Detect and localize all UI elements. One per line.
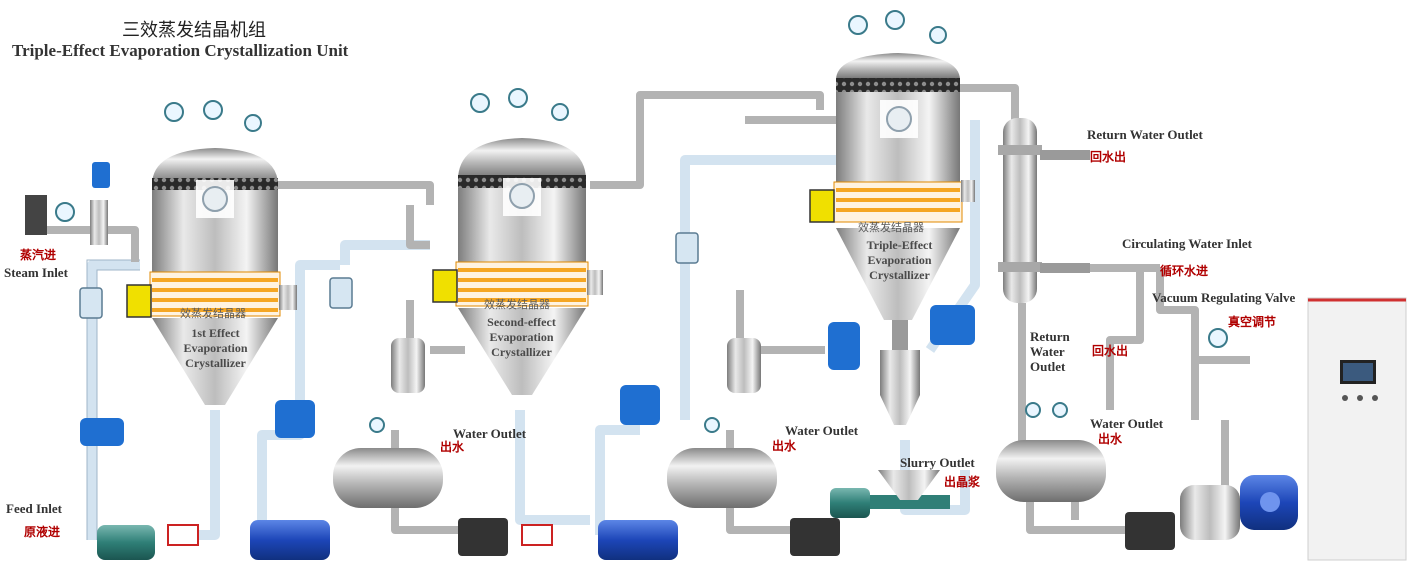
feed-inlet-en: Feed Inlet [6, 501, 62, 516]
water-outlet-3-cn: 出水 [1098, 432, 1123, 446]
vessel-1-en-line-3: Crystallizer [185, 356, 246, 370]
circulating-water-inlet-cn: 循环水进 [1160, 264, 1209, 278]
separator-tanks [333, 440, 1106, 508]
condensate-pots [458, 512, 1175, 556]
control-cabinet [1307, 297, 1407, 561]
slurry-outlet-en: Slurry Outlet [900, 455, 975, 470]
light-pipe-edges [86, 259, 140, 540]
title-chinese: 三效蒸发结晶机组 [122, 20, 266, 41]
evaporator-2 [432, 138, 603, 395]
vessel-2-en-label: Second-effect Evaporation Crystallizer [474, 315, 569, 360]
feed-inlet-cn: 原液进 [24, 525, 61, 539]
slurry-outlet-cn: 出晶浆 [944, 475, 981, 489]
title-english: Triple-Effect Evaporation Crystallizatio… [12, 41, 349, 60]
outlet-stubs [1040, 150, 1090, 273]
vessel-3-cn-label: 效蒸发结晶器 [858, 221, 924, 234]
evaporator-1 [126, 148, 297, 405]
water-outlet-1-en: Water Outlet [453, 426, 527, 441]
water-outlet-1-cn: 出水 [440, 440, 465, 454]
vessel-2-en-line-1: Second-effect [487, 315, 556, 329]
return-water-outlet-top-en: Return Water Outlet [1087, 127, 1203, 142]
vessel-3-en-line-2: Evaporation [867, 253, 932, 267]
pumps [97, 470, 950, 560]
vessel-2-en-line-3: Crystallizer [491, 345, 552, 359]
return-water-mid-line-3: Outlet [1030, 359, 1066, 374]
water-outlet-2-en: Water Outlet [785, 423, 859, 438]
return-water-mid-line-2: Water [1030, 344, 1065, 359]
steam-inlet-en: Steam Inlet [4, 265, 68, 280]
vessel-1-en-line-1: 1st Effect [191, 326, 240, 340]
vessel-3-en-line-3: Crystallizer [869, 268, 930, 282]
water-outlet-2-cn: 出水 [772, 439, 797, 453]
evaporator-3 [809, 53, 975, 425]
vessel-3-en-line-1: Triple-Effect [866, 238, 933, 252]
vacuum-pump [1180, 475, 1298, 540]
vessel-2-cn-label: 效蒸发结晶器 [484, 298, 550, 311]
vacuum-regulating-valve-cn: 真空调节 [1228, 315, 1277, 329]
vessel-2-en-line-2: Evaporation [489, 330, 554, 344]
vessel-1-en-label: 1st Effect Evaporation Crystallizer [168, 326, 263, 371]
vessel-3-en-label: Triple-Effect Evaporation Crystallizer [852, 238, 947, 283]
vacuum-regulating-valve-en: Vacuum Regulating Valve [1152, 290, 1296, 305]
preheaters [391, 338, 761, 393]
return-water-mid-line-1: Return [1030, 329, 1070, 344]
instruments [55, 10, 1228, 433]
water-outlet-3-en: Water Outlet [1090, 416, 1164, 431]
return-water-outlet-mid-cn: 回水出 [1092, 344, 1129, 358]
return-water-outlet-mid-en: Return Water Outlet [1030, 329, 1070, 374]
vessel-1-en-line-2: Evaporation [183, 341, 248, 355]
circulating-water-inlet-en: Circulating Water Inlet [1122, 236, 1252, 251]
vessel-1-cn-label: 效蒸发结晶器 [180, 307, 246, 320]
steam-inlet-assembly [25, 195, 108, 245]
condenser [998, 118, 1042, 443]
valves-blue [80, 162, 975, 446]
steam-inlet-cn: 蒸汽进 [20, 248, 57, 262]
return-water-outlet-top-cn: 回水出 [1090, 150, 1127, 164]
